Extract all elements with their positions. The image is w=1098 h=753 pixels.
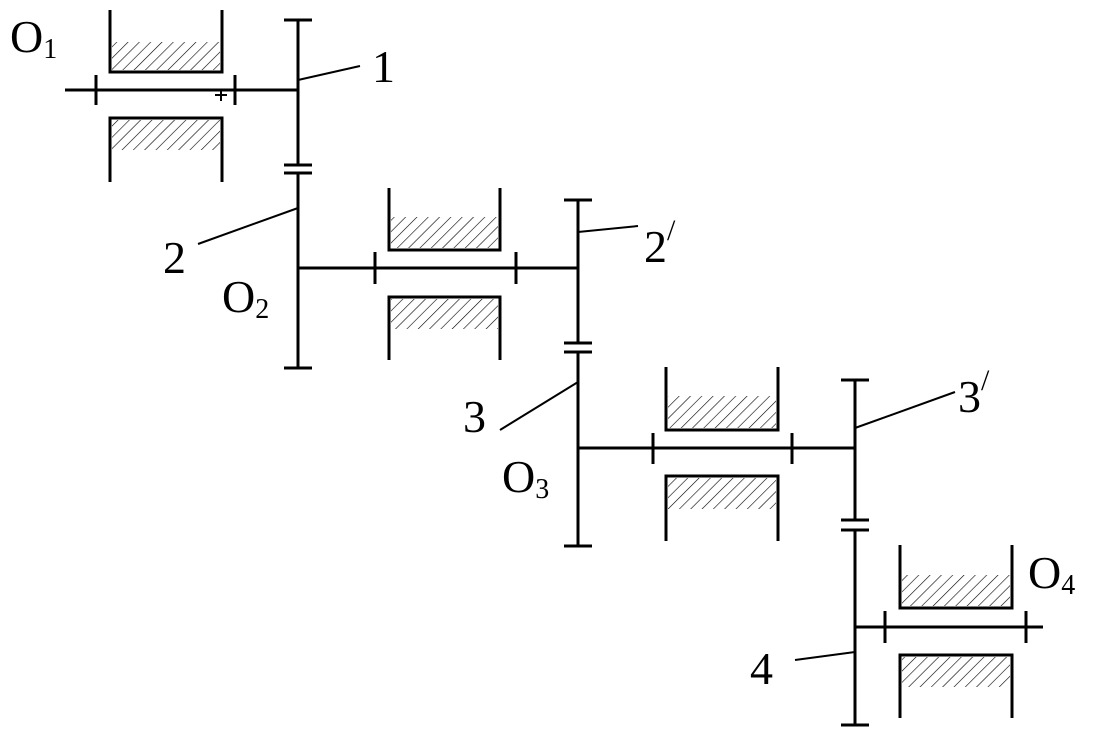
gear-1 — [284, 18, 361, 167]
shaft-o1 — [65, 75, 298, 105]
gear-2-prime — [564, 198, 639, 345]
gear-3-prime — [841, 378, 956, 522]
label-gear-3-prime: 3/ — [958, 364, 990, 422]
bearing-o1 — [108, 10, 224, 182]
label-o3: O3 — [502, 451, 549, 505]
shaft-o4 — [855, 611, 1043, 643]
bearing-o2 — [387, 188, 502, 360]
label-gear-1: 1 — [372, 41, 395, 92]
shaft-o3 — [578, 433, 855, 464]
bearing-o3 — [664, 367, 780, 541]
label-gear-4: 4 — [750, 643, 773, 694]
label-o1: O1 — [10, 11, 57, 65]
bearing-o4 — [898, 545, 1014, 718]
label-gear-2-prime: 2/ — [644, 214, 676, 272]
shaft-o2 — [298, 252, 578, 284]
label-gear-3: 3 — [463, 391, 486, 442]
gear-2 — [197, 171, 312, 370]
label-o2: O2 — [222, 271, 269, 325]
label-gear-2: 2 — [163, 232, 186, 283]
label-o4: O4 — [1028, 547, 1075, 601]
